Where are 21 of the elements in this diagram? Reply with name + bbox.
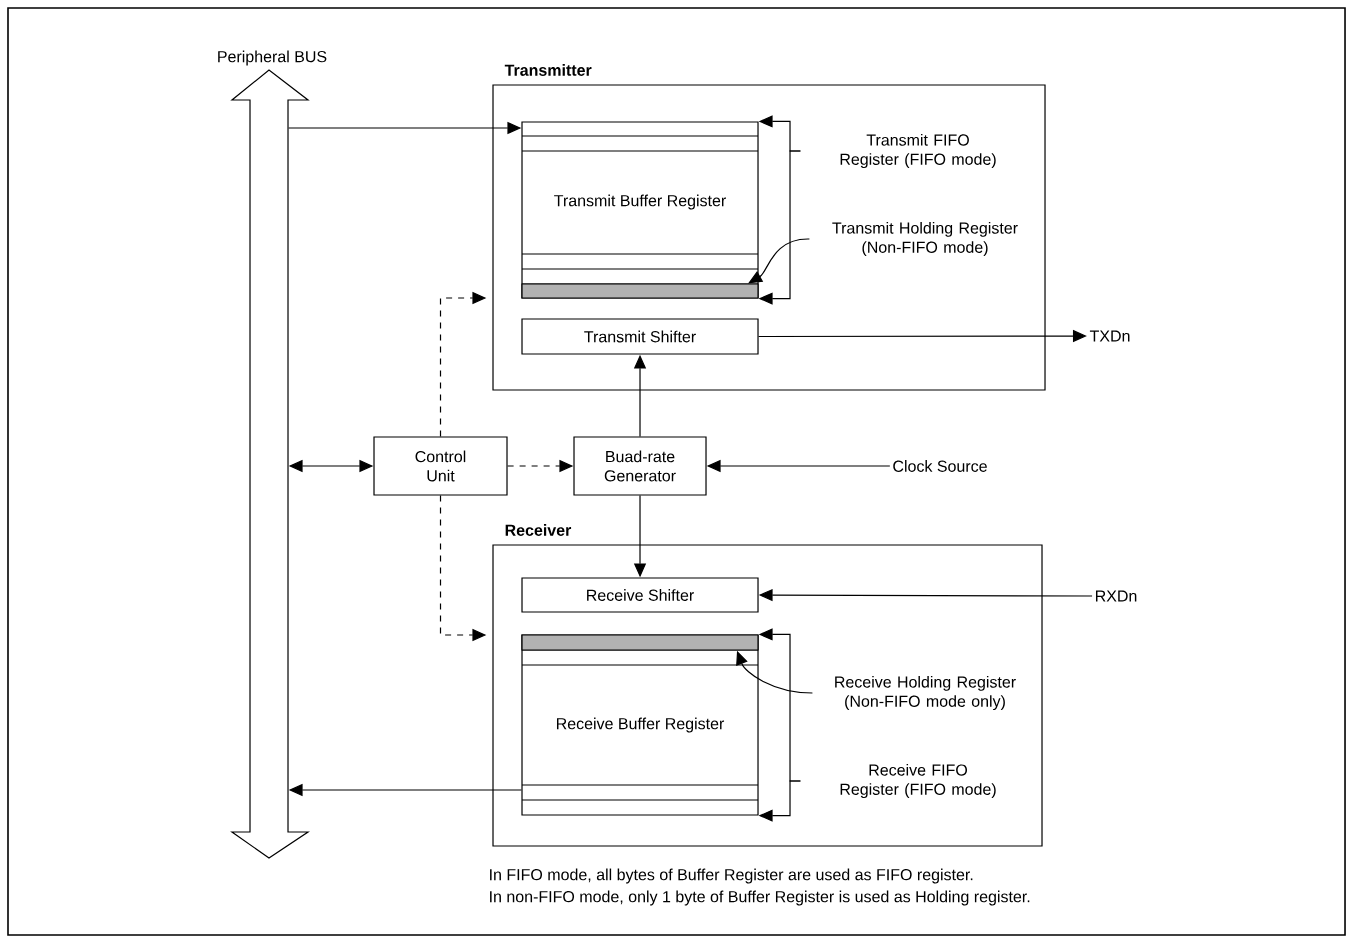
register-box: Receive Buffer Register [521, 634, 759, 816]
note-text: In non-FIFO mode, only 1 byte of Buffer Register is used as Holding register. [490, 890, 1030, 906]
process-box: Control Unit [373, 436, 508, 496]
register-box: Transmit Buffer Register [521, 121, 759, 299]
arrow [748, 238, 810, 284]
register-bar [521, 634, 759, 651]
text-label: Transmit Holding Register (Non-FIFO mode) [832, 221, 1018, 257]
text-label: Transmit FIFO Register (FIFO mode) [840, 133, 996, 169]
node-label: Receiver [505, 524, 572, 536]
process-box: Receive Shifter [521, 577, 759, 613]
note-text: In FIFO mode, all bytes of Buffer Register are used as FIFO register. [490, 868, 973, 884]
text-label: Receive FIFO Register (FIFO mode) [840, 763, 996, 799]
node-label: Peripheral BUS [218, 50, 327, 66]
register-bar [521, 283, 759, 299]
text-label: Receive Holding Register (Non-FIFO mode only) [835, 675, 1016, 711]
process-box: Transmit Shifter [521, 318, 759, 355]
node-label: Transmitter [504, 64, 592, 76]
process-box: Buad-rate Generator [573, 436, 707, 496]
text-label: RXDn [1096, 590, 1137, 602]
text-label: Clock Source [893, 460, 987, 472]
text-label: TXDn [1089, 330, 1130, 342]
